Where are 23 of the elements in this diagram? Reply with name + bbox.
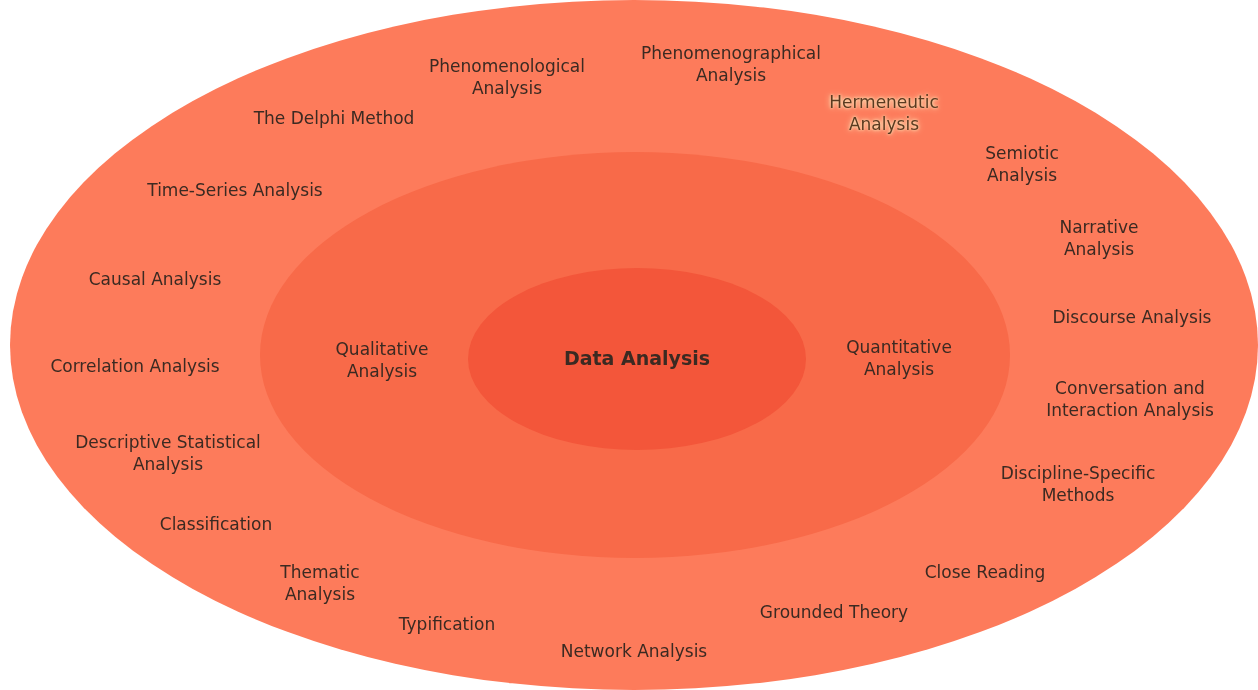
method-label: Conversation and Interaction Analysis xyxy=(1045,376,1215,422)
method-label: Phenomenographical Analysis xyxy=(640,41,822,87)
method-label: Grounded Theory xyxy=(759,600,909,624)
method-label: Close Reading xyxy=(924,560,1046,584)
method-label: Network Analysis xyxy=(560,639,708,663)
method-label: Hermeneutic Analysis xyxy=(828,90,940,136)
outer-ellipse xyxy=(10,0,1258,690)
method-label: Causal Analysis xyxy=(88,267,222,291)
method-label: The Delphi Method xyxy=(253,106,415,130)
center-label: Data Analysis xyxy=(563,345,711,371)
method-label: Classification xyxy=(159,512,273,536)
method-label: Correlation Analysis xyxy=(50,354,220,378)
method-label: Typification xyxy=(398,612,496,636)
method-label: Descriptive Statistical Analysis xyxy=(74,430,262,476)
category-label: Quantitative Analysis xyxy=(845,335,953,381)
category-label: Qualitative Analysis xyxy=(334,337,430,383)
method-label: Discipline-Specific Methods xyxy=(999,461,1157,507)
method-label: Phenomenological Analysis xyxy=(428,54,586,100)
method-label: Thematic Analysis xyxy=(279,560,361,606)
method-label: Narrative Analysis xyxy=(1058,215,1140,261)
method-label: Discourse Analysis xyxy=(1052,305,1212,329)
method-label: Semiotic Analysis xyxy=(984,141,1060,187)
method-label: Time-Series Analysis xyxy=(147,178,323,202)
